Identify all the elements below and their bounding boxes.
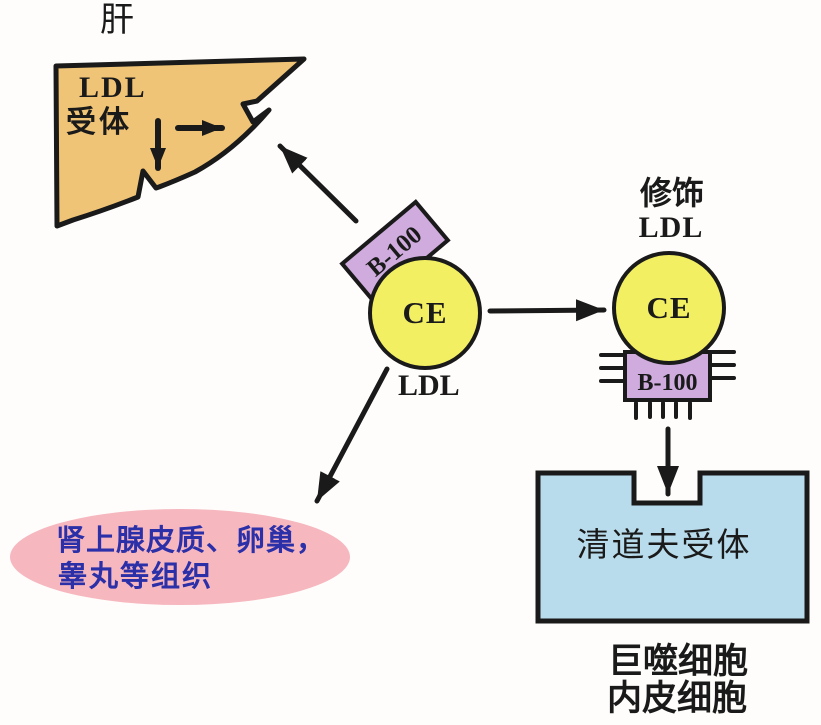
arrow-ldl-to-tissues xyxy=(314,366,390,504)
cell-label-line1: 巨噬细胞 xyxy=(607,642,749,681)
modified-ldl-title-line1: 修饰 xyxy=(639,175,705,211)
modified-ldl-b100-label: B-100 xyxy=(637,370,698,396)
liver-title: 肝 xyxy=(100,2,134,39)
tissue-label-line2: 睾丸等组织 xyxy=(58,561,214,593)
cell-label-line2: 内皮细胞 xyxy=(606,679,748,718)
tissue-label-line1: 肾上腺皮质、卵巢， xyxy=(56,525,327,557)
scavenger-receptor-box xyxy=(535,470,810,624)
modified-ldl-title-line2: LDL xyxy=(638,211,704,244)
ldl-particle: CE xyxy=(368,256,482,370)
modified-ldl-core-label: CE xyxy=(646,290,692,325)
tissue-ellipse xyxy=(10,509,350,605)
arrow-ldl-to-liver xyxy=(277,143,359,224)
liver-receptor-label-line2: 受体 xyxy=(66,106,132,139)
ldl-core-label: CE xyxy=(402,295,448,330)
modification-ticks xyxy=(599,350,736,420)
modified-ldl-particle: CE xyxy=(612,251,726,365)
arrow-ldl-to-modified-ldl xyxy=(487,299,607,322)
liver-receptor-label-line1: LDL xyxy=(79,71,147,104)
ldl-label: LDL xyxy=(398,369,460,402)
scavenger-receptor-label: 清道夫受体 xyxy=(576,528,752,564)
liver-shape xyxy=(53,56,307,229)
